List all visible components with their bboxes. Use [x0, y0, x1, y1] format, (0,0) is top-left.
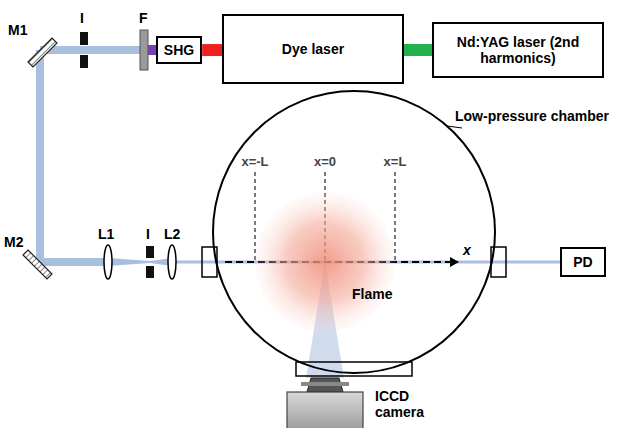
node-label: ICCD camera [375, 388, 435, 420]
lens [168, 245, 176, 279]
iris [80, 32, 88, 68]
filter [140, 30, 148, 70]
node-label: Nd:YAG laser (2nd harmonics) [440, 34, 596, 66]
beam-connector [202, 44, 222, 56]
iris [146, 246, 154, 278]
detector-box: PD [560, 247, 606, 277]
part-label: F [139, 10, 148, 26]
part-label: L1 [98, 226, 114, 242]
camera-shape [285, 378, 365, 428]
laser-box: Dye laser [222, 14, 404, 84]
node-label: SHG [164, 42, 194, 58]
part-label: L2 [164, 226, 180, 242]
axis-label: x [463, 242, 471, 258]
flame: Flame [255, 192, 395, 332]
part-label: M1 [8, 22, 27, 38]
beam-connector [404, 44, 432, 56]
camera: ICCD camera [285, 378, 365, 428]
shg-box: SHG [156, 36, 202, 64]
position-label: x=L [384, 155, 407, 170]
flame-shape [255, 192, 395, 332]
lens [104, 245, 112, 279]
part-label: I [80, 10, 84, 26]
chamber: Low-pressure chamberFlame [212, 90, 496, 374]
part-label: I [146, 226, 150, 242]
position-label: x=-L [241, 155, 268, 170]
laser-box: Nd:YAG laser (2nd harmonics) [432, 22, 604, 78]
node-label: Dye laser [282, 41, 344, 57]
part-label: M2 [4, 234, 23, 250]
mirror [23, 250, 52, 279]
mirror [28, 38, 57, 67]
node-label: Low-pressure chamber [455, 108, 609, 124]
node-label: Flame [352, 286, 392, 302]
node-label: PD [573, 254, 592, 270]
position-label: x=0 [314, 155, 336, 170]
